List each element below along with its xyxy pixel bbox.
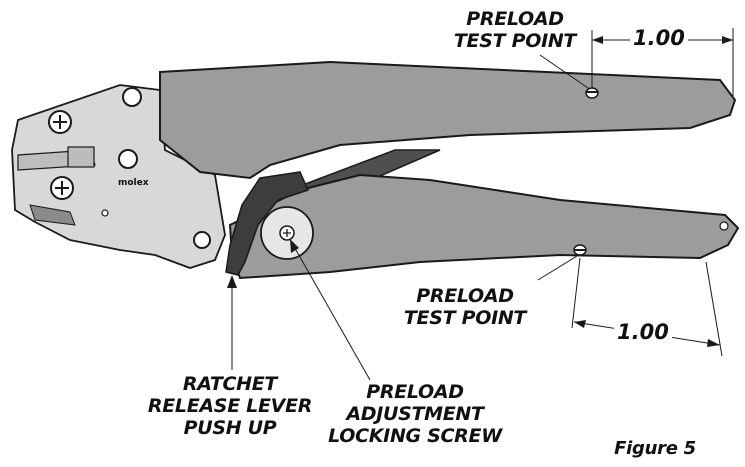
dim-bottom-extension-left	[571, 257, 581, 329]
preload-adjustment-label: PRELOAD ADJUSTMENT LOCKING SCREW	[320, 381, 510, 447]
preload-test-point-top-line1: PRELOAD	[466, 8, 564, 30]
preload-test-point-bottom-line1: PRELOAD	[416, 285, 514, 307]
preload-adjustment-line2: ADJUSTMENT	[346, 403, 484, 425]
upper-handle	[159, 60, 737, 180]
preload-adjustment-line3: LOCKING SCREW	[328, 425, 502, 447]
small-rivet	[101, 209, 109, 217]
preload-test-point-bottom-label: PRELOAD TEST POINT	[390, 285, 540, 329]
arrow-locking-screw	[290, 239, 299, 253]
preload-test-point-top-line2: TEST POINT	[453, 30, 577, 52]
ratchet-release-line2: RELEASE LEVER	[147, 395, 313, 417]
preload-adjustment-line1: PRELOAD	[366, 381, 464, 403]
head-screw-bottom	[50, 176, 74, 200]
arrow-ratchet-release	[227, 275, 237, 288]
dim-top-arrow-left	[592, 36, 603, 44]
pivot-bolt-upper	[122, 87, 142, 107]
dimension-top-value: 1.00	[630, 26, 688, 50]
ratchet-release-lever	[225, 171, 310, 276]
figure-caption: Figure 5	[614, 438, 696, 459]
preload-test-point-bottom-line2: TEST POINT	[403, 307, 527, 329]
head-screw-top	[48, 110, 72, 134]
lower-handle-end-hole	[719, 221, 729, 231]
dim-top-arrow-right	[722, 36, 733, 44]
crimp-jaw-lower	[29, 204, 76, 226]
lower-handle	[228, 173, 740, 280]
leader-top-test-point	[539, 54, 589, 89]
ratchet-release-line1: RATCHET	[182, 373, 278, 395]
ratchet-release-line3: PUSH UP	[183, 417, 277, 439]
pivot-bolt-lower	[193, 231, 211, 249]
leader-locking-screw	[291, 242, 371, 381]
pivot-bolt-middle	[118, 149, 138, 169]
ratchet-release-lever-label: RATCHET RELEASE LEVER PUSH UP	[140, 373, 320, 439]
dim-bottom-extension-right	[705, 261, 723, 357]
die-block	[67, 146, 95, 168]
preload-test-point-top-label: PRELOAD TEST POINT	[440, 8, 590, 52]
molex-logo: molex	[118, 178, 149, 188]
leader-bottom-test-point	[537, 255, 578, 281]
dim-bottom-arrow-right	[707, 339, 720, 347]
dim-bottom-arrow-left	[574, 320, 586, 328]
dimension-bottom-value: 1.00	[614, 320, 672, 344]
